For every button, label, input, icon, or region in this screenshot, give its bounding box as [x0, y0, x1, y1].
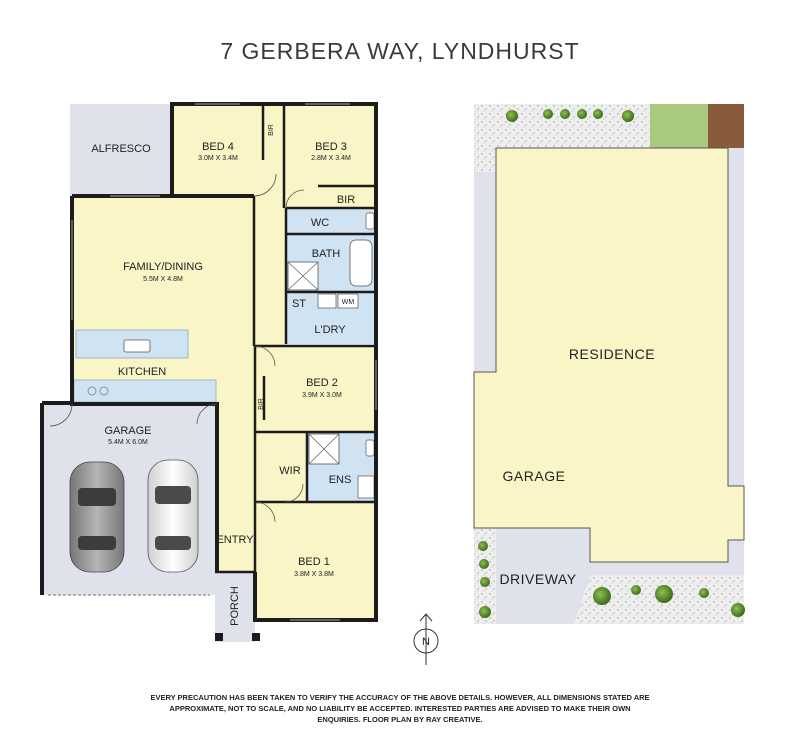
interior-walls	[215, 104, 376, 574]
page-title: 7 GERBERA WAY, LYNDHURST	[220, 38, 580, 64]
bed3-label: BED 3	[315, 141, 347, 153]
family-dining-label: FAMILY/DINING	[123, 261, 203, 273]
porch-post	[252, 633, 260, 641]
car-grey-icon	[69, 461, 125, 573]
site-garage-label: GARAGE	[503, 468, 566, 484]
ens-toilet	[365, 439, 375, 457]
ens-label: ENS	[329, 474, 352, 486]
entry-label: ENTRY	[216, 534, 254, 546]
bed1-label: BED 1	[298, 556, 330, 568]
porch-post	[215, 633, 223, 641]
porch-label: PORCH	[229, 586, 241, 626]
windows	[48, 103, 377, 621]
bed4-label: BED 4	[202, 141, 234, 153]
bed2-bir-label: BIR	[258, 398, 265, 410]
garage-dims: 5.4M X 6.0M	[108, 439, 148, 446]
bed4-dims: 3.0M X 3.4M	[198, 155, 238, 162]
shrubs	[478, 109, 745, 618]
car-white-icon	[147, 459, 199, 573]
compass-n-label: N	[422, 636, 430, 648]
bed2-dims: 3.9M X 3.0M	[302, 392, 342, 399]
bathtub	[349, 239, 373, 287]
cooktop-icon	[99, 386, 109, 396]
ens-vanity	[357, 475, 375, 499]
laundry-label: L'DRY	[314, 324, 346, 336]
disclaimer-text: EVERY PRECAUTION HAS BEEN TAKEN TO VERIF…	[150, 693, 650, 724]
garage-label: GARAGE	[104, 425, 151, 437]
alfresco-area	[70, 104, 172, 198]
wc-label: WC	[311, 217, 329, 229]
bed3-dims: 2.8M X 3.4M	[311, 155, 351, 162]
site-plan: RESIDENCE GARAGE DRIVEWAY	[473, 104, 745, 624]
washing-machine	[337, 293, 359, 309]
kitchen-sink	[123, 339, 151, 353]
st-label: ST	[292, 298, 306, 310]
residence-label: RESIDENCE	[569, 346, 655, 362]
wir-area	[255, 432, 307, 502]
wm-label: WM	[342, 299, 355, 306]
kitchen-bench	[73, 379, 217, 403]
alfresco-label: ALFRESCO	[91, 143, 151, 155]
bath-label: BATH	[312, 248, 341, 260]
porch-area	[215, 570, 255, 642]
bed2-label: BED 2	[306, 377, 338, 389]
wc-area	[286, 208, 376, 234]
bed3-bir-label: BIR	[337, 194, 355, 206]
hall-lower-area	[217, 346, 255, 572]
driveway-label: DRIVEWAY	[499, 571, 576, 587]
laundry-trough	[317, 293, 337, 309]
garden-gravel-corner	[474, 528, 496, 624]
family-dining-dims: 5.5M X 4.8M	[143, 276, 183, 283]
floor-plan: ALFRESCO BED 4 3.0M X 3.4M BED 3 2.8M X …	[40, 102, 439, 665]
bed2-area	[255, 346, 376, 432]
lawn-patch	[650, 104, 708, 148]
hallway-area	[254, 196, 286, 346]
door-swings	[49, 173, 305, 523]
north-compass-icon: N	[413, 613, 439, 665]
wc-toilet	[365, 212, 375, 230]
garden-bed	[708, 104, 744, 148]
kitchen-label: KITCHEN	[118, 366, 166, 378]
bed1-dims: 3.8M X 3.8M	[294, 571, 334, 578]
cooktop-icon	[87, 386, 97, 396]
garden-gravel-side-left	[474, 148, 496, 172]
wir-label: WIR	[279, 465, 300, 477]
bed4-bir-label: BIR	[268, 124, 275, 136]
bed4-area	[172, 104, 284, 196]
